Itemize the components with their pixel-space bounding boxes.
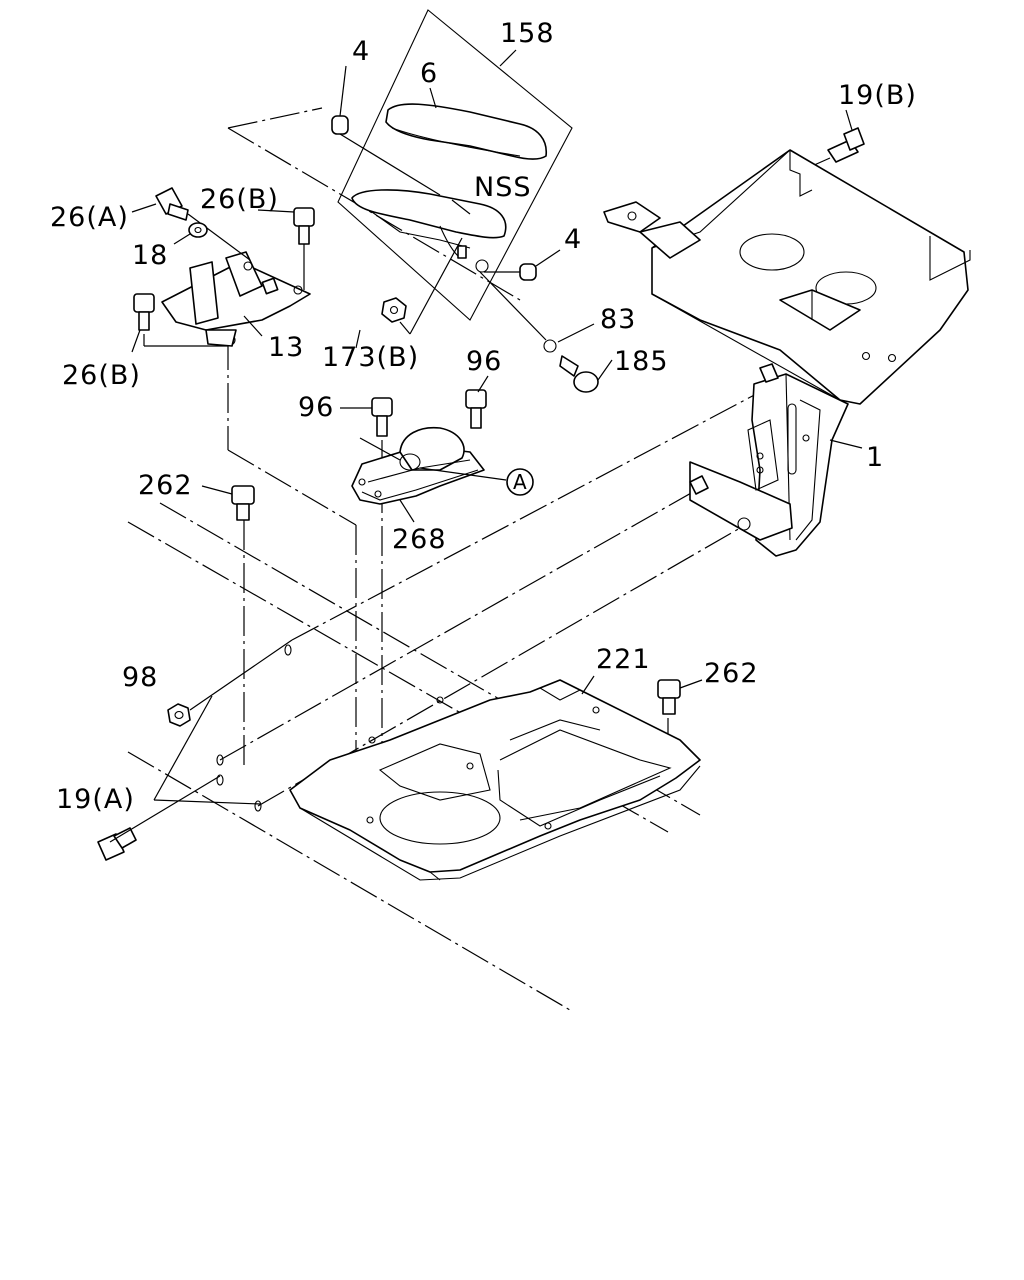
bolt-26b-top [293,207,315,290]
label-18: 18 [132,240,168,271]
bracket-frame-1 [603,149,971,557]
label-13: 13 [268,332,304,363]
boot-268 [351,426,485,505]
label-83: 83 [600,304,636,335]
bracket-13 [143,251,311,347]
bolt-96-left [371,397,393,437]
label-6: 6 [420,58,438,89]
label-26b-top: 26(B) [200,184,279,215]
label-185: 185 [614,346,669,377]
label-nss: NSS [474,172,531,203]
reference-circle-a [506,468,534,496]
label-96-left: 96 [298,392,334,423]
part-number-labels: 158 4 6 19(B) NSS 26(A) 26(B) 18 4 83 13… [50,18,917,815]
label-26a: 26(A) [50,202,129,233]
label-19a: 19(A) [56,784,135,815]
label-268: 268 [392,524,447,555]
bolt-262-right [657,679,681,715]
bolt-262-left [231,485,255,521]
label-19b: 19(B) [838,80,917,111]
label-262-right: 262 [704,658,759,689]
label-262-left: 262 [138,470,193,501]
label-1: 1 [866,442,884,473]
bolt-26a [155,187,251,261]
bolt-26b-bottom [133,293,155,331]
bolt-96-right [465,389,487,429]
label-221: 221 [596,644,651,675]
label-26b-bottom: 26(B) [62,360,141,391]
bushing-4-right [484,263,537,281]
pin-185 [559,355,599,393]
bolt-19a [97,827,137,861]
label-4-right: 4 [564,224,582,255]
label-96-right: 96 [466,346,502,377]
floor-plate-221 [289,679,701,881]
hole-marks [216,644,292,812]
bolt-19b [811,127,865,167]
nut-173b [381,237,463,335]
label-173b: 173(B) [322,342,419,373]
label-circle-a: A [513,470,528,494]
bushing-4-top [331,115,441,196]
console-assembly-158 [337,9,573,321]
label-158: 158 [500,18,555,49]
label-4-top: 4 [352,36,370,67]
nut-98 [167,703,191,727]
reference-lines [127,107,761,1011]
ring-83 [479,271,557,353]
washer-18 [188,222,208,238]
leader-lines [109,49,863,843]
label-98: 98 [122,662,158,693]
